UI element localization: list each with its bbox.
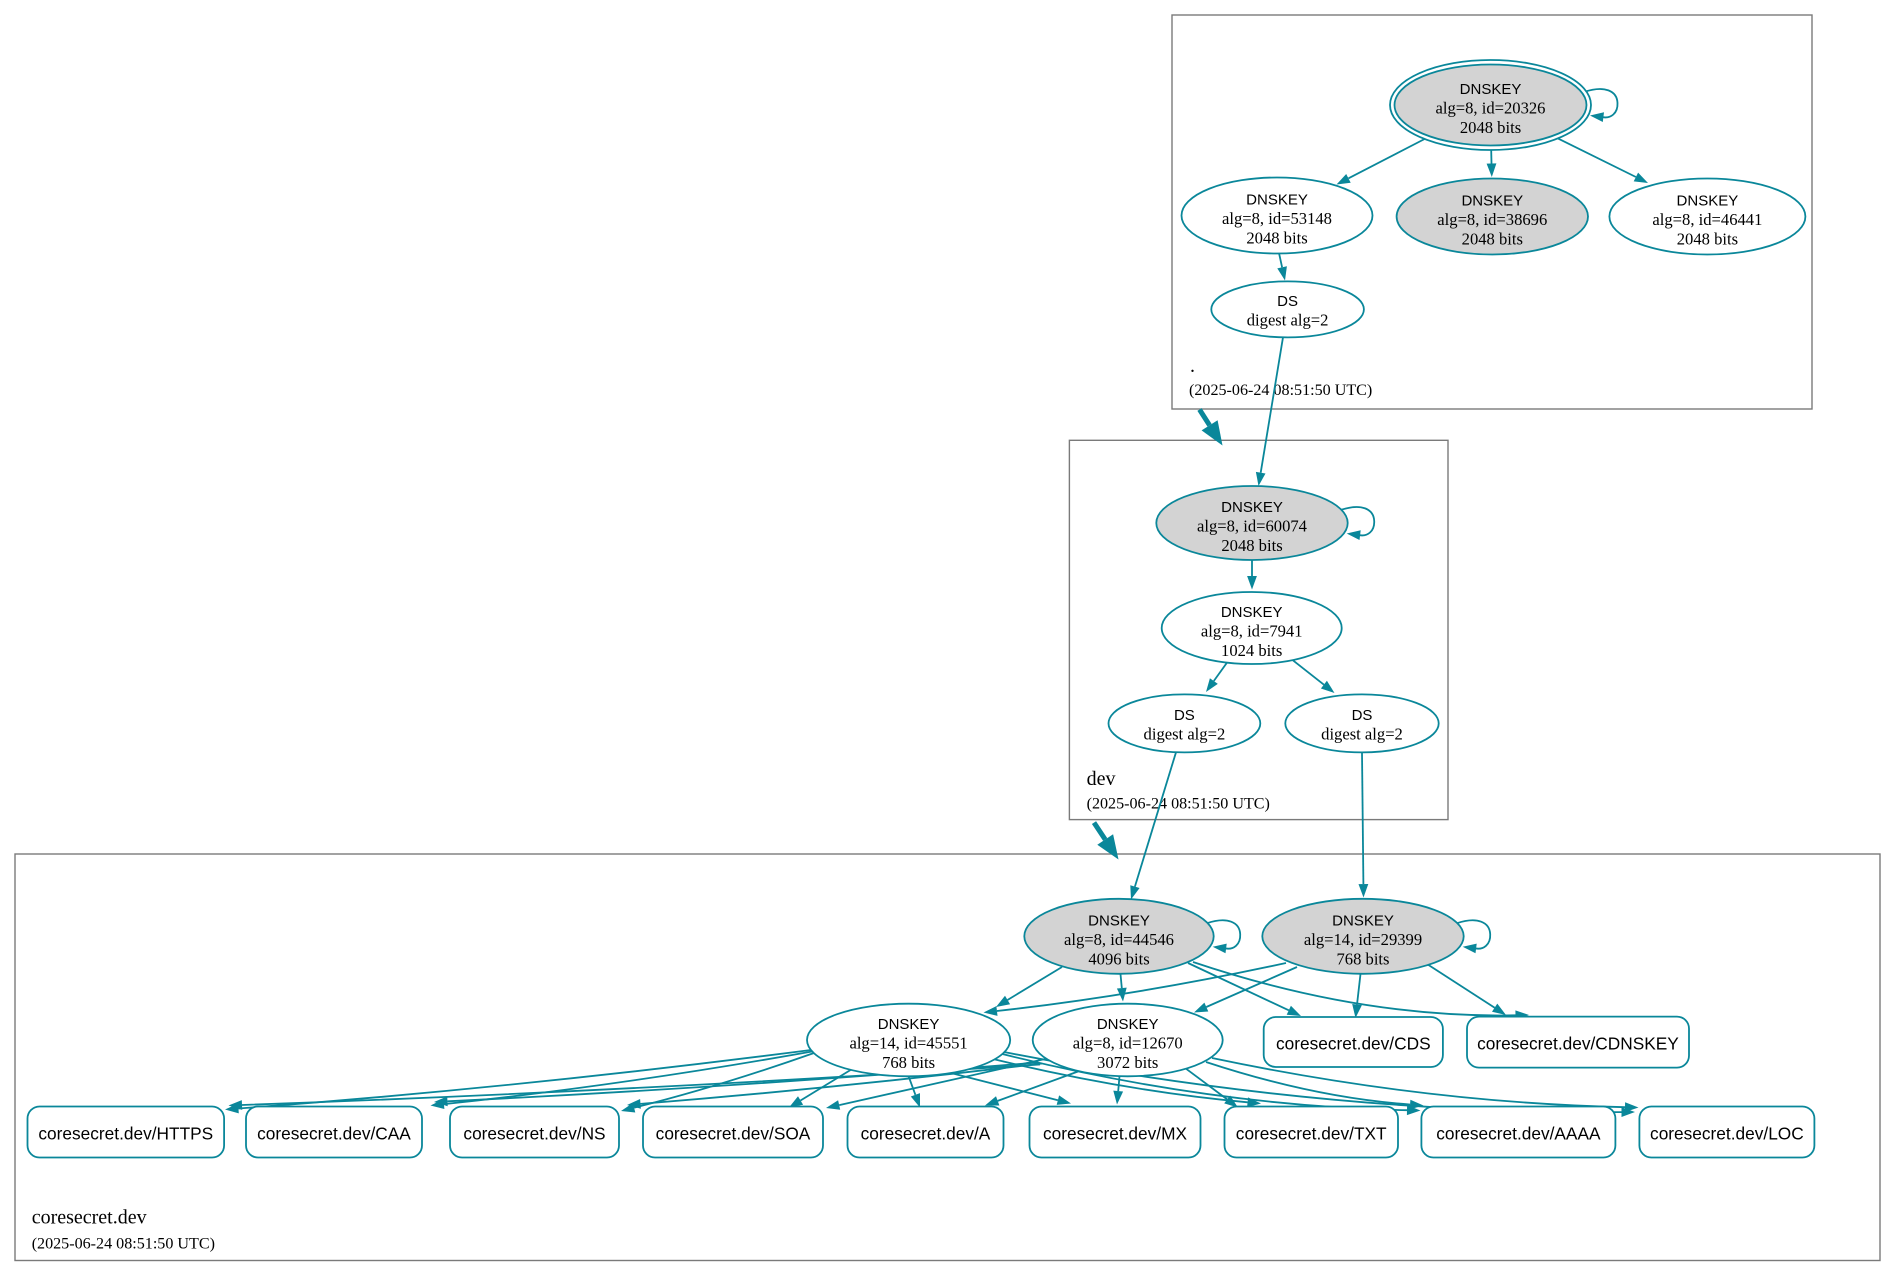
svg-text:coresecret.dev/CDS: coresecret.dev/CDS [1276,1034,1431,1054]
svg-text:DNSKEY: DNSKEY [1097,1016,1159,1033]
svg-text:DNSKEY: DNSKEY [878,1016,940,1033]
svg-text:alg=8, id=38696: alg=8, id=38696 [1437,210,1547,229]
svg-text:coresecret.dev/HTTPS: coresecret.dev/HTTPS [38,1124,213,1144]
svg-text:alg=14, id=45551: alg=14, id=45551 [849,1034,967,1053]
svg-text:alg=8, id=60074: alg=8, id=60074 [1197,517,1308,536]
svg-text:DNSKEY: DNSKEY [1461,193,1523,210]
svg-text:coresecret.dev: coresecret.dev [32,1207,147,1229]
svg-text:coresecret.dev/TXT: coresecret.dev/TXT [1236,1124,1387,1144]
svg-text:4096 bits: 4096 bits [1088,949,1149,968]
svg-text:2048 bits: 2048 bits [1221,536,1282,555]
svg-text:alg=8, id=20326: alg=8, id=20326 [1436,99,1546,118]
svg-text:coresecret.dev/SOA: coresecret.dev/SOA [656,1124,811,1144]
svg-text:(2025-06-24 08:51:50 UTC): (2025-06-24 08:51:50 UTC) [32,1236,215,1253]
svg-text:DNSKEY: DNSKEY [1221,604,1283,621]
svg-text:digest alg=2: digest alg=2 [1144,725,1226,744]
svg-text:coresecret.dev/LOC: coresecret.dev/LOC [1650,1124,1804,1144]
svg-text:alg=8, id=12670: alg=8, id=12670 [1073,1034,1183,1053]
svg-text:coresecret.dev/A: coresecret.dev/A [861,1124,991,1144]
svg-text:768 bits: 768 bits [882,1053,935,1072]
svg-text:coresecret.dev/NS: coresecret.dev/NS [463,1124,605,1144]
svg-text:DNSKEY: DNSKEY [1677,193,1739,210]
svg-text:DNSKEY: DNSKEY [1332,912,1394,929]
svg-text:(2025-06-24 08:51:50 UTC): (2025-06-24 08:51:50 UTC) [1189,382,1372,399]
svg-text:DNSKEY: DNSKEY [1221,499,1283,516]
svg-text:2048 bits: 2048 bits [1246,229,1307,248]
svg-text:alg=8, id=7941: alg=8, id=7941 [1201,622,1303,641]
svg-text:DS: DS [1352,707,1373,724]
svg-text:DS: DS [1174,707,1195,724]
svg-text:alg=8, id=53148: alg=8, id=53148 [1222,209,1332,228]
svg-text:coresecret.dev/MX: coresecret.dev/MX [1043,1124,1188,1144]
svg-text:alg=14, id=29399: alg=14, id=29399 [1304,930,1422,949]
svg-text:coresecret.dev/CAA: coresecret.dev/CAA [257,1124,411,1144]
svg-text:coresecret.dev/AAAA: coresecret.dev/AAAA [1436,1124,1601,1144]
svg-text:dev: dev [1087,768,1116,790]
svg-text:1024 bits: 1024 bits [1221,641,1282,660]
svg-text:2048 bits: 2048 bits [1677,230,1738,249]
svg-text:2048 bits: 2048 bits [1460,118,1521,137]
svg-text:(2025-06-24 08:51:50 UTC): (2025-06-24 08:51:50 UTC) [1087,796,1270,813]
svg-text:coresecret.dev/CDNSKEY: coresecret.dev/CDNSKEY [1477,1034,1679,1054]
svg-text:3072 bits: 3072 bits [1097,1053,1158,1072]
svg-text:DNSKEY: DNSKEY [1246,192,1308,209]
svg-text:DS: DS [1277,293,1298,310]
svg-text:DNSKEY: DNSKEY [1460,81,1522,98]
svg-text:2048 bits: 2048 bits [1462,230,1523,249]
svg-text:768 bits: 768 bits [1336,949,1389,968]
svg-text:DNSKEY: DNSKEY [1088,912,1150,929]
svg-text:alg=8, id=44546: alg=8, id=44546 [1064,930,1174,949]
svg-text:.: . [1190,355,1195,377]
svg-text:alg=8, id=46441: alg=8, id=46441 [1652,210,1762,229]
svg-text:digest alg=2: digest alg=2 [1247,311,1329,330]
svg-text:digest alg=2: digest alg=2 [1321,725,1403,744]
